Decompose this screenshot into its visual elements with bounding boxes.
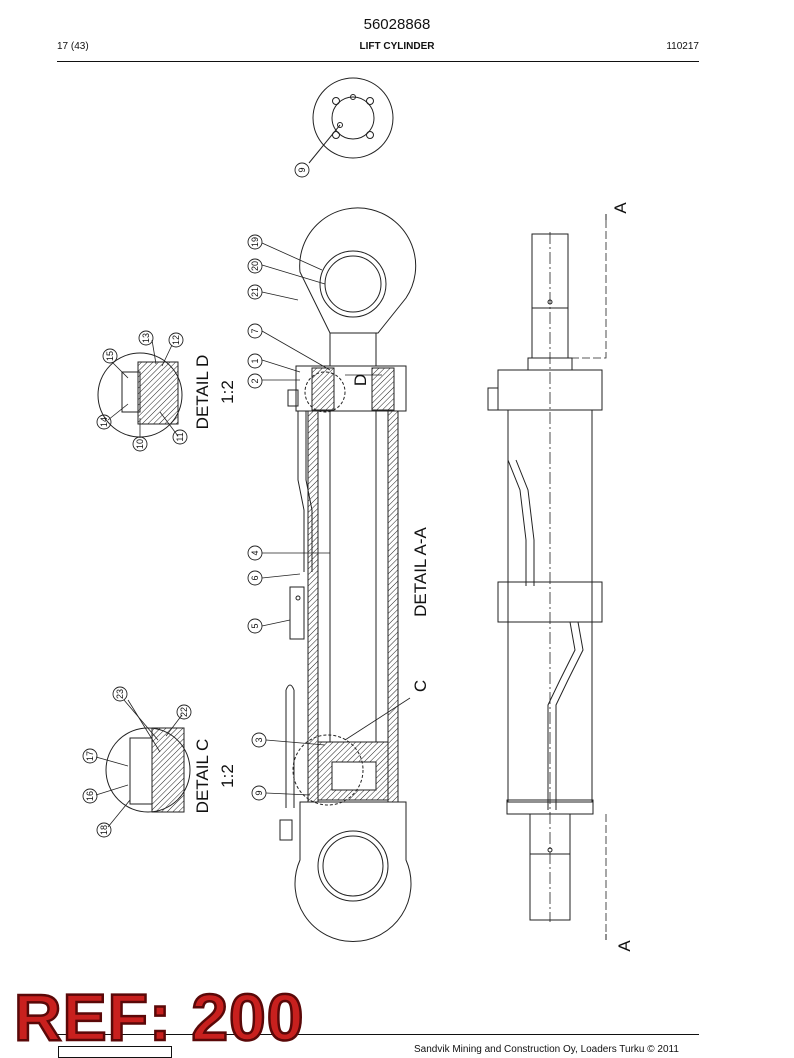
header-rule xyxy=(57,61,699,62)
detail-d-view xyxy=(97,352,183,438)
balloon-17: 17 xyxy=(85,751,95,761)
balloon-5: 5 xyxy=(250,623,260,628)
balloon-23: 23 xyxy=(115,689,125,699)
page-title: LIFT CYLINDER xyxy=(359,41,435,52)
marker-d: D xyxy=(351,374,370,386)
balloon-13: 13 xyxy=(141,333,151,343)
balloon-11: 11 xyxy=(175,432,185,441)
part-number: 56028868 xyxy=(363,16,431,33)
marker-c: C xyxy=(411,680,430,692)
detail-c-scale: 1:2 xyxy=(218,764,237,788)
date-code: 110217 xyxy=(666,41,699,52)
section-marker-a-top: A xyxy=(611,202,630,214)
detail-c-view xyxy=(105,727,191,813)
balloon-12: 12 xyxy=(171,335,181,345)
section-marker-a-bottom: A xyxy=(615,940,634,952)
ref-stamp: REF: 200 xyxy=(13,980,305,1054)
balloon-2: 2 xyxy=(250,378,260,383)
balloon-9-top: 9 xyxy=(297,167,307,172)
balloon-19: 19 xyxy=(250,237,260,247)
balloon-6: 6 xyxy=(250,575,260,580)
balloon-20: 20 xyxy=(250,261,260,271)
cylinder-main-view xyxy=(279,207,417,942)
balloon-10: 10 xyxy=(135,439,145,449)
end-view-flange xyxy=(308,77,394,164)
balloon-14: 14 xyxy=(99,417,109,427)
balloon-3: 3 xyxy=(254,737,264,742)
balloon-18: 18 xyxy=(99,825,109,835)
section-title: DETAIL A-A xyxy=(411,526,430,616)
balloon-15: 15 xyxy=(105,351,115,361)
balloon-circles xyxy=(82,162,310,838)
balloon-21: 21 xyxy=(250,287,260,297)
detail-d-title: DETAIL D xyxy=(193,355,212,430)
cylinder-section-view xyxy=(487,214,607,940)
balloon-1: 1 xyxy=(250,358,260,363)
footer-copyright: Sandvik Mining and Construction Oy, Load… xyxy=(414,1044,679,1055)
detail-c-title: DETAIL C xyxy=(193,739,212,814)
balloon-9-bottom: 9 xyxy=(254,790,264,795)
balloon-22: 22 xyxy=(179,707,189,717)
leader-lines xyxy=(95,242,411,828)
footer-rule xyxy=(57,1034,699,1035)
detail-d-scale: 1:2 xyxy=(218,380,237,404)
page-number: 17 (43) xyxy=(57,41,89,52)
balloon-4: 4 xyxy=(250,550,260,555)
balloon-7: 7 xyxy=(250,328,260,333)
balloon-16: 16 xyxy=(85,791,95,801)
